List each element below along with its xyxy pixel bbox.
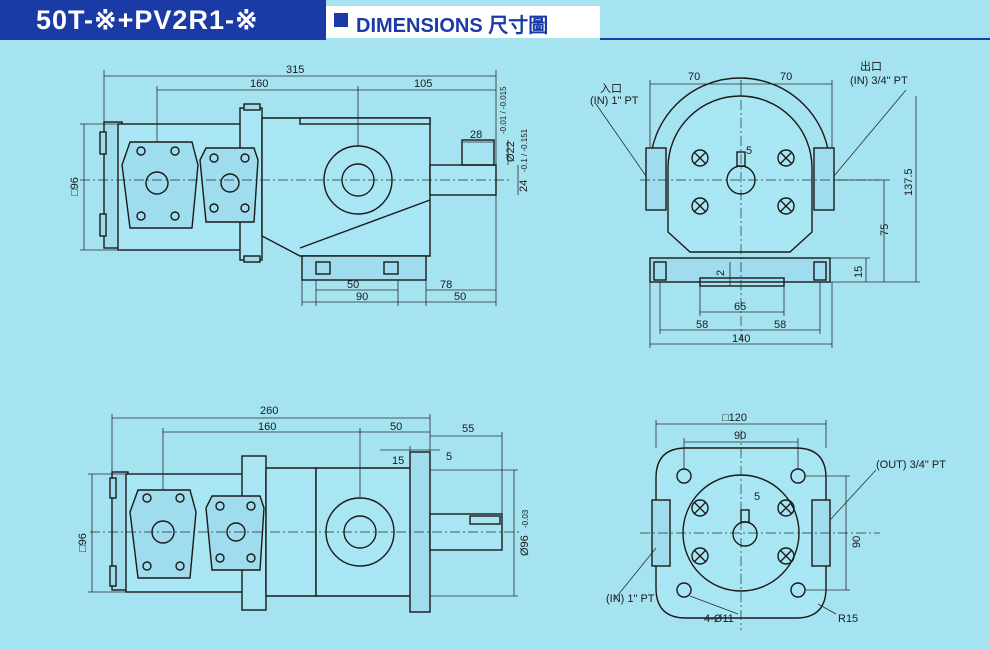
dim-15-b: 15 — [392, 455, 404, 467]
port-plate-small-2 — [205, 495, 265, 571]
bottom-side-view: 260 160 50 55 15 5 □96 Ø96 -0.03 — [77, 405, 531, 613]
dim-2: 2 — [715, 270, 727, 276]
dim-55: 55 — [462, 423, 474, 435]
dim-50-b: 50 — [390, 421, 402, 433]
dim-key-5: 5 — [746, 145, 752, 157]
port-plate-large — [121, 141, 199, 229]
dim-75: 75 — [879, 224, 891, 236]
dim-key-5-b: 5 — [754, 491, 760, 503]
front-housing — [261, 117, 431, 257]
dim-137-5: 137.5 — [903, 168, 915, 196]
model-header-banner: 50T-※+PV2R1-※ — [0, 0, 326, 40]
label-radius: R15 — [838, 613, 858, 625]
dimensions-header-banner: DIMENSIONS 尺寸圖 — [326, 6, 600, 38]
dim-140: 140 — [732, 333, 750, 345]
dim-70-left: 70 — [688, 71, 700, 83]
dim-15: 15 — [853, 266, 865, 278]
label-out-chinese: 出口 — [860, 59, 882, 73]
dim-90-side: 90 — [851, 536, 863, 548]
dim-160-b: 160 — [258, 421, 276, 433]
dimensions-title: DIMENSIONS 尺寸圖 — [356, 15, 549, 37]
label-in-port: (IN) 1" PT — [590, 95, 639, 107]
port-plate-large-2 — [129, 489, 197, 579]
label-mount-holes: 4-Ø11 — [704, 613, 734, 625]
dim-105: 105 — [414, 78, 432, 90]
header-rule — [600, 38, 990, 40]
dim-50-slot: 50 — [347, 279, 359, 291]
mounting-foot — [301, 255, 427, 281]
dim-key-tol: -0.1 / -0.151 — [520, 128, 529, 172]
dim-70-right: 70 — [780, 71, 792, 83]
model-number: 50T-※+PV2R1-※ — [36, 5, 259, 35]
dim-shaft-dia: Ø22 — [505, 141, 517, 162]
dim-58-right: 58 — [774, 319, 786, 331]
top-front-view: 70 70 5 75 137.5 15 2 65 58 58 140 入口 (I… — [590, 59, 920, 348]
dim-shaft-tol: -0.01 / -0.015 — [499, 86, 508, 134]
dim-square-96-b: □96 — [77, 533, 89, 552]
dim-90-top: 90 — [734, 430, 746, 442]
label-out-port-b: (OUT) 3/4" PT — [876, 459, 946, 471]
square-bullet-icon — [334, 13, 348, 27]
label-out-port: (IN) 3/4" PT — [850, 75, 908, 87]
front-body-outline — [667, 95, 813, 253]
dim-50-end: 50 — [454, 291, 466, 303]
dim-65: 65 — [734, 301, 746, 313]
in-port-boss — [645, 147, 667, 211]
bottom-front-view: □120 90 5 90 (OUT) 3/4" PT (IN) 1" PT 4-… — [606, 412, 946, 630]
dim-key-24: 24 — [518, 180, 530, 192]
dim-315: 315 — [286, 64, 304, 76]
top-side-view: 315 160 105 28 □96 Ø22 -0.01 / -0.015 24… — [69, 64, 530, 306]
label-in-port-b: (IN) 1" PT — [606, 593, 655, 605]
dim-260: 260 — [260, 405, 278, 417]
dim-pilot-tol: -0.03 — [521, 509, 530, 528]
dim-160: 160 — [250, 78, 268, 90]
label-in-chinese: 入口 — [600, 83, 622, 95]
dim-pilot-96: Ø96 — [519, 535, 531, 556]
dim-78: 78 — [440, 279, 452, 291]
dim-square-96: □96 — [69, 177, 81, 196]
dim-square-120: □120 — [722, 412, 747, 424]
bolt-holes — [691, 149, 795, 215]
flange-bolts — [691, 499, 795, 565]
dim-28: 28 — [470, 129, 482, 141]
dim-5-b: 5 — [446, 451, 452, 463]
dim-58-left: 58 — [696, 319, 708, 331]
dim-90-foot: 90 — [356, 291, 368, 303]
out-port-boss — [813, 147, 835, 211]
